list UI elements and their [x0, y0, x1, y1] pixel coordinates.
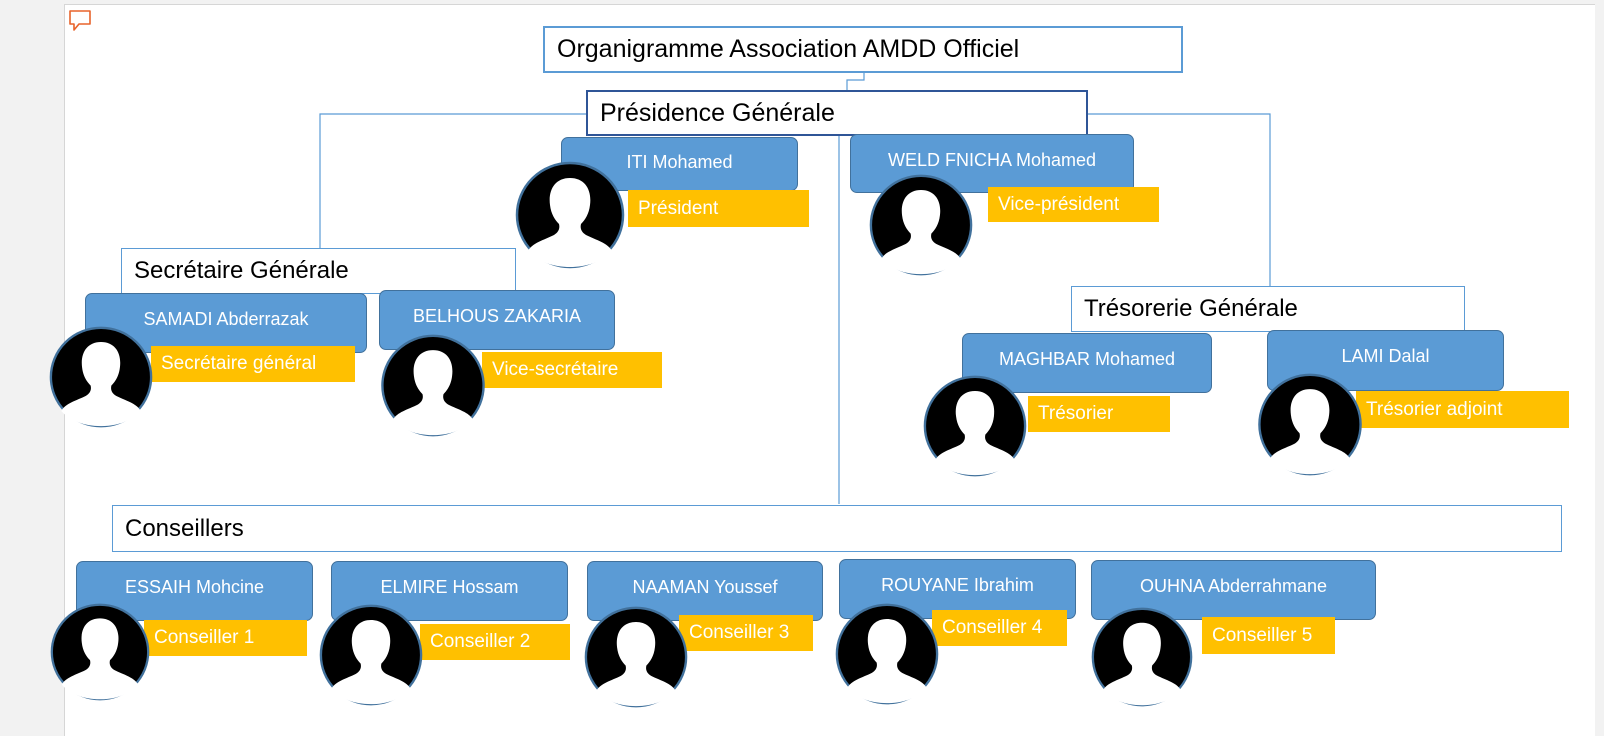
member-role-iti: Président [628, 190, 809, 227]
person-silhouette-icon [1254, 372, 1366, 477]
section-presidence: Présidence Générale [586, 90, 1088, 136]
member-role-naaman: Conseiller 3 [679, 615, 813, 651]
person-silhouette-icon [829, 602, 945, 706]
person-silhouette-icon [514, 160, 626, 270]
connector-presidence-tresorerie [1087, 113, 1271, 286]
person-silhouette-icon [313, 603, 429, 707]
connector-presidence-secretaire [319, 113, 586, 248]
person-silhouette-icon [579, 605, 693, 709]
person-silhouette-icon [378, 333, 488, 438]
member-name-maghbar: MAGHBAR Mohamed [962, 333, 1212, 393]
chart-title: Organigramme Association AMDD Officiel [543, 26, 1183, 73]
person-silhouette-icon [47, 602, 153, 702]
section-secretaire: Secrétaire Générale [121, 248, 516, 294]
member-role-maghbar: Trésorier [1028, 396, 1170, 432]
comment-icon[interactable] [67, 8, 93, 34]
member-role-essaih: Conseiller 1 [144, 620, 307, 656]
member-role-elmire: Conseiller 2 [420, 624, 570, 660]
person-silhouette-icon [44, 325, 158, 429]
connector-title-presidence [846, 71, 865, 90]
member-role-lami: Trésorier adjoint [1356, 391, 1569, 428]
member-role-belhous: Vice-secrétaire [482, 352, 662, 388]
section-tresorerie: Trésorerie Générale [1071, 286, 1465, 332]
member-role-weld: Vice-président [988, 187, 1159, 222]
person-silhouette-icon [865, 173, 977, 277]
member-role-ouhna: Conseiller 5 [1202, 617, 1335, 654]
section-conseillers: Conseillers [112, 505, 1562, 552]
person-silhouette-icon [919, 374, 1031, 478]
member-role-samadi: Secrétaire général [151, 346, 355, 382]
person-silhouette-icon [1085, 606, 1199, 708]
member-role-rouyane: Conseiller 4 [932, 610, 1067, 646]
